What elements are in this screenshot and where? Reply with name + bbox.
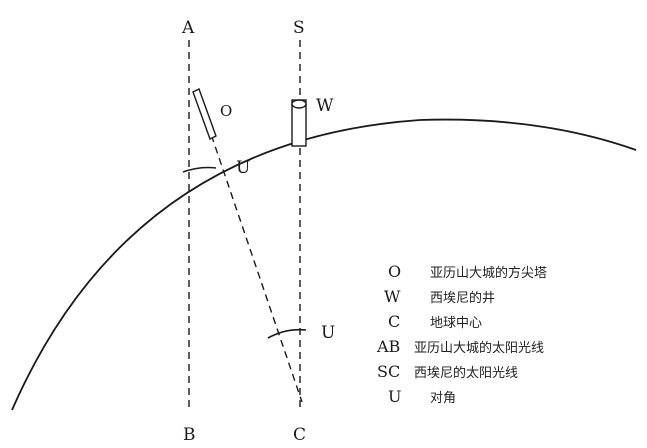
legend: O 亚历山大城的方尖塔 W 西埃尼的井 C 地球中心 AB 亚历山大城的太阳光线… — [376, 262, 547, 406]
label-u-bottom: U — [321, 323, 335, 343]
legend-text: 亚历山大城的方尖塔 — [430, 265, 547, 281]
label-u-top: U — [236, 158, 250, 178]
legend-key: O — [388, 262, 401, 281]
legend-text: 亚历山大城的太阳光线 — [414, 340, 544, 356]
legend-key: SC — [377, 362, 400, 381]
label-w: W — [316, 96, 334, 116]
angle-arc-top — [182, 166, 217, 173]
legend-key: U — [388, 387, 401, 406]
obelisk-shape — [192, 88, 217, 140]
legend-text: 对角 — [430, 391, 456, 406]
angle-arc-bottom — [267, 328, 307, 339]
legend-text: 西埃尼的太阳光线 — [414, 365, 518, 381]
legend-item: U 对角 — [388, 387, 456, 406]
earth-surface-arc — [11, 118, 637, 411]
label-b: B — [183, 425, 196, 445]
legend-key: W — [384, 287, 401, 306]
line-oc-radius — [195, 89, 303, 403]
label-o: O — [220, 102, 232, 120]
legend-item: O 亚历山大城的方尖塔 — [388, 262, 547, 281]
legend-item: W 西埃尼的井 — [384, 287, 495, 306]
label-c: C — [293, 425, 306, 445]
well-top — [291, 99, 307, 109]
legend-item: C 地球中心 — [388, 312, 482, 331]
legend-key: C — [388, 312, 400, 331]
label-a: A — [181, 18, 195, 38]
legend-key: AB — [376, 337, 400, 356]
label-s: S — [293, 18, 305, 38]
legend-text: 地球中心 — [430, 316, 482, 331]
legend-item: AB 亚历山大城的太阳光线 — [376, 337, 544, 356]
legend-text: 西埃尼的井 — [430, 290, 495, 306]
legend-item: SC 西埃尼的太阳光线 — [377, 362, 518, 381]
